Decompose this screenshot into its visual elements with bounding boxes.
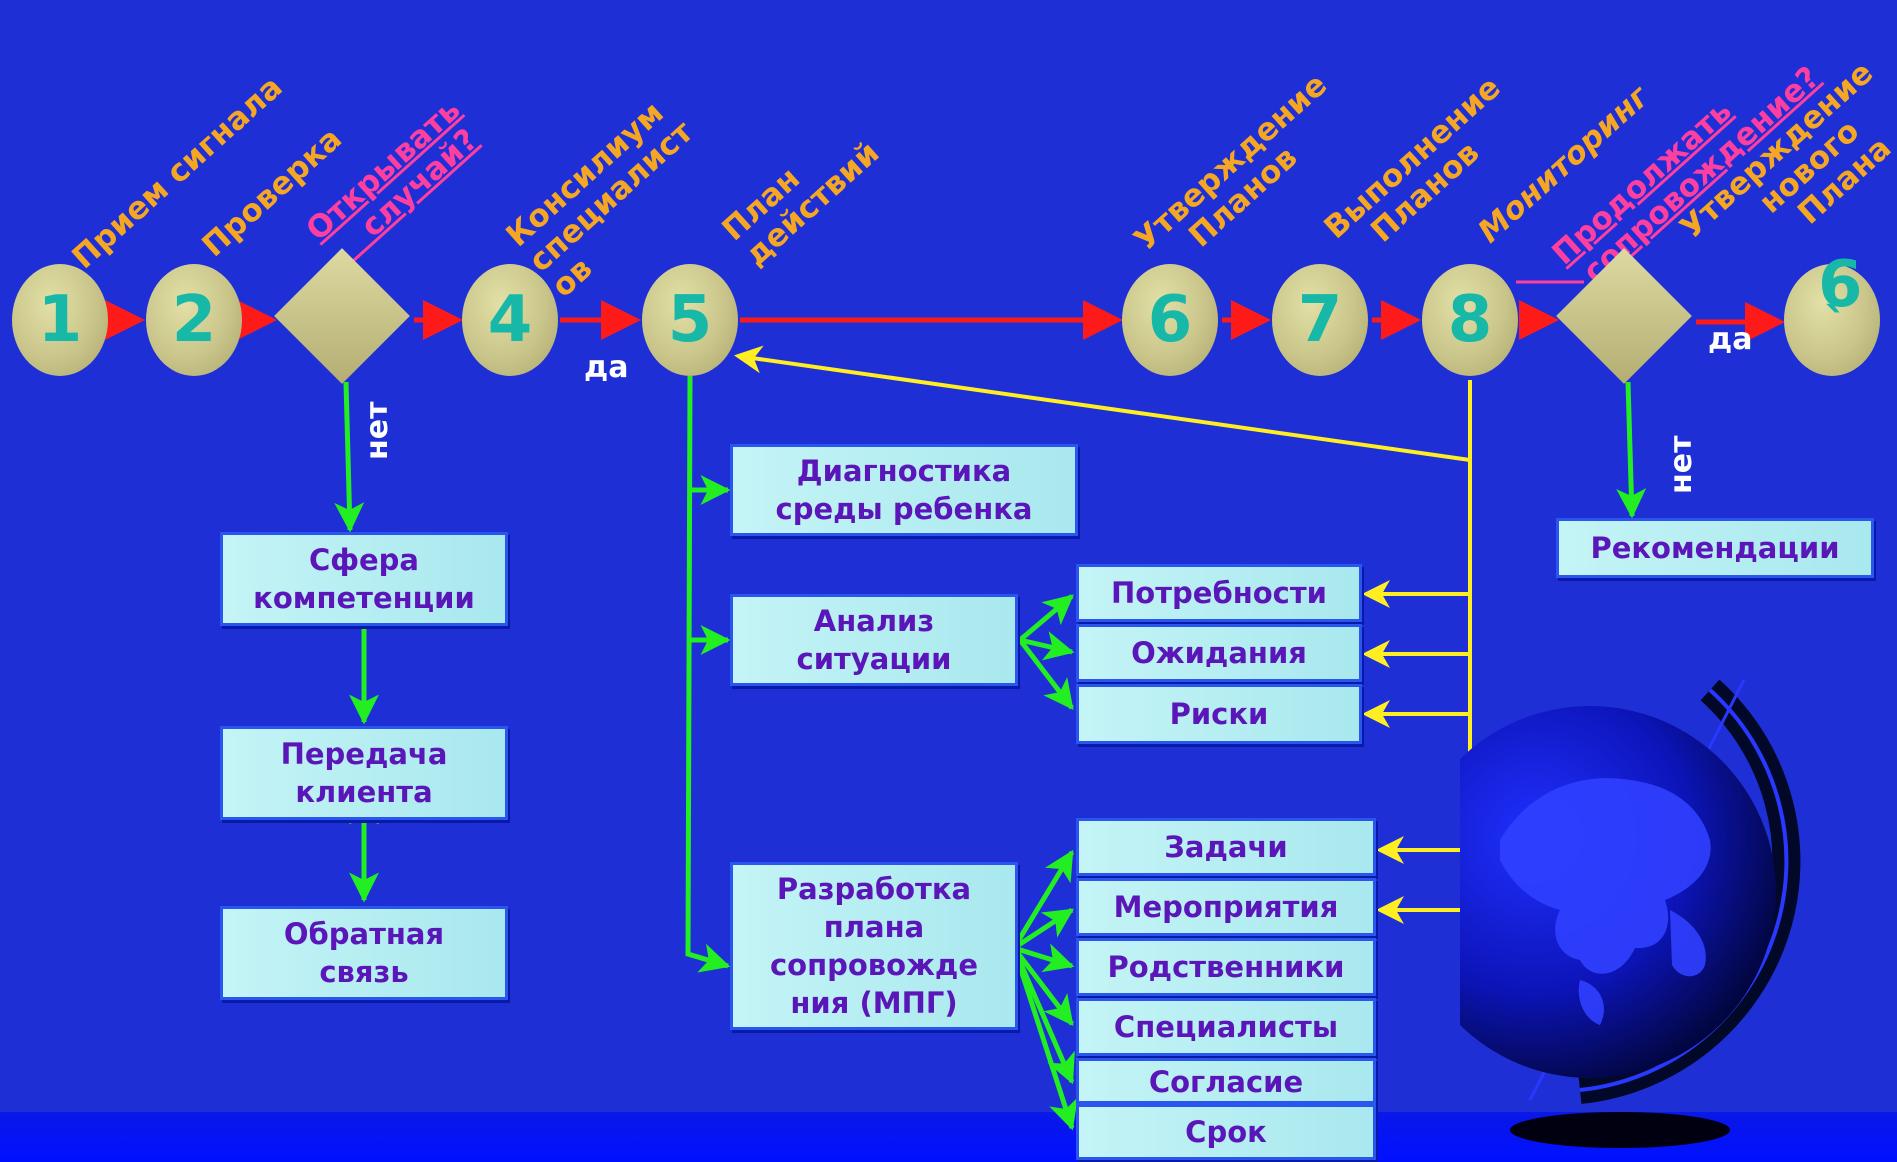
analysis-needs-arrow bbox=[1018, 594, 1074, 642]
box-needs[interactable]: Потребности bbox=[1076, 564, 1362, 622]
plan-trunk-line bbox=[685, 375, 731, 973]
box-relatives[interactable]: Родственники bbox=[1076, 938, 1376, 996]
plan-term-arrow bbox=[1011, 947, 1078, 1131]
plan-events-arrow bbox=[1012, 907, 1075, 951]
step-number: 2 bbox=[171, 283, 217, 357]
step-number: 5 bbox=[667, 283, 713, 357]
step-mark: ` bbox=[1824, 298, 1848, 354]
analysis-risks-arrow bbox=[1018, 638, 1074, 710]
step-node-7[interactable]: 7 bbox=[1272, 264, 1368, 376]
step-number: 7 bbox=[1297, 283, 1343, 357]
box-support-plan[interactable]: Разработка плана сопровожде ния (МПГ) bbox=[730, 862, 1018, 1030]
globe-icon bbox=[1460, 680, 1801, 1148]
step-number: 4 bbox=[487, 283, 533, 357]
box-tasks[interactable]: Задачи bbox=[1076, 818, 1376, 876]
step-number: 6 bbox=[1818, 248, 1863, 322]
box-specialists[interactable]: Специалисты bbox=[1076, 998, 1376, 1056]
no-branch-arrow-2 bbox=[1616, 381, 1647, 519]
box-term[interactable]: Срок bbox=[1076, 1104, 1376, 1160]
step-number: 8 bbox=[1447, 283, 1493, 357]
step-node-6[interactable]: 6 bbox=[1122, 264, 1218, 376]
step-node-5[interactable]: 5 bbox=[642, 264, 738, 376]
step-number: 6 bbox=[1147, 283, 1193, 357]
step-number: 1 bbox=[37, 283, 83, 357]
analysis-expect-arrow bbox=[1019, 631, 1075, 661]
step-node-1[interactable]: 1 bbox=[12, 264, 108, 376]
box-competence[interactable]: Сфера компетенции bbox=[220, 532, 508, 626]
step-node-6-new[interactable]: 6 ` bbox=[1784, 248, 1880, 376]
box-expectations[interactable]: Ожидания bbox=[1076, 624, 1362, 682]
box-feedback[interactable]: Обратная связь bbox=[220, 906, 508, 1000]
plan-tasks-arrow bbox=[1011, 849, 1075, 950]
step-node-8[interactable]: 8 bbox=[1422, 264, 1518, 376]
box-situation-analysis[interactable]: Анализ ситуации bbox=[730, 594, 1018, 686]
monitor-to-plan-arrow bbox=[734, 345, 1471, 462]
yes-label-2: да bbox=[1708, 322, 1753, 357]
box-recommendations[interactable]: Рекомендации bbox=[1556, 518, 1874, 578]
box-client-transfer[interactable]: Передача клиента bbox=[220, 726, 508, 820]
box-environment-diagnostics[interactable]: Диагностика среды ребенка bbox=[730, 444, 1078, 536]
no-label-1: нет bbox=[360, 401, 395, 460]
plan-specialists-arrow bbox=[1012, 946, 1074, 1026]
no-branch-arrow-1 bbox=[334, 381, 365, 533]
box-consent[interactable]: Согласие bbox=[1076, 1058, 1376, 1104]
plan-relatives-arrow bbox=[1013, 943, 1075, 973]
no-label-2: нет bbox=[1664, 435, 1699, 494]
step-node-4[interactable]: 4 bbox=[462, 264, 558, 376]
step-node-2[interactable]: 2 bbox=[146, 264, 242, 376]
box-activities[interactable]: Мероприятия bbox=[1076, 878, 1376, 936]
yes-label-1: да bbox=[584, 350, 629, 385]
box-risks[interactable]: Риски bbox=[1076, 684, 1362, 744]
